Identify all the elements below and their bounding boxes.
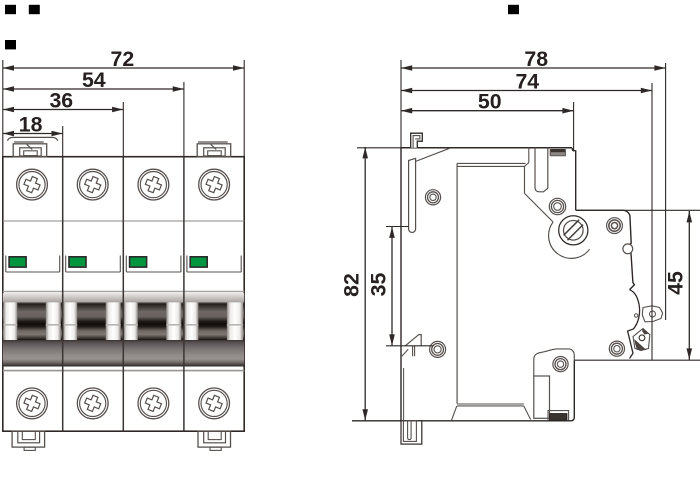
- svg-text:74: 74: [515, 70, 539, 94]
- svg-text:35: 35: [367, 273, 391, 297]
- svg-text:54: 54: [82, 68, 106, 92]
- svg-text:82: 82: [340, 273, 364, 297]
- svg-text:50: 50: [478, 90, 502, 114]
- svg-text:78: 78: [524, 47, 548, 71]
- svg-text:72: 72: [111, 47, 135, 71]
- svg-text:36: 36: [49, 89, 73, 113]
- svg-text:45: 45: [664, 271, 688, 295]
- svg-text:18: 18: [19, 113, 43, 137]
